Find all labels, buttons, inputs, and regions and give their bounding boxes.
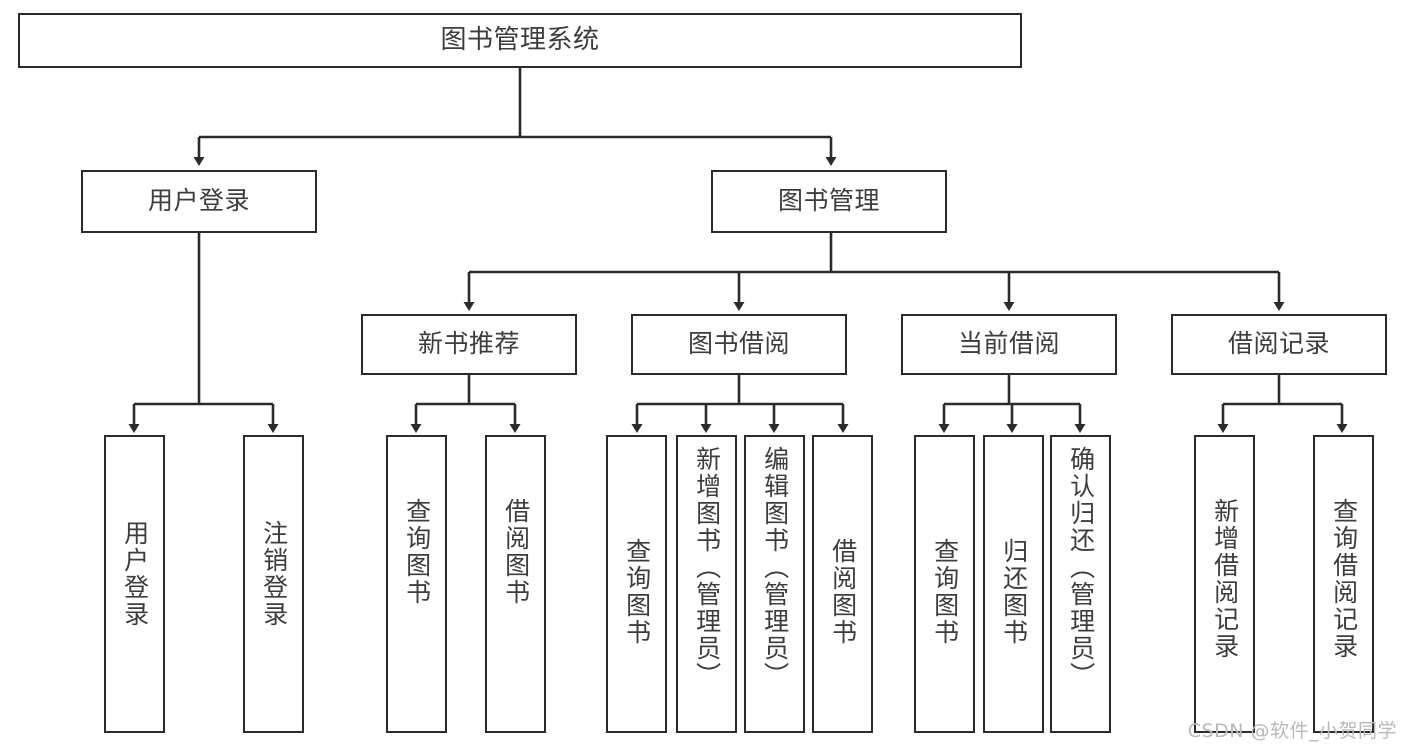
node-label: 查询图书 (622, 538, 652, 646)
leaf-current-borrow-confirm-return[interactable]: 确认归还（管理员） (1050, 435, 1111, 733)
node-book-borrow[interactable]: 图书借阅 (631, 314, 847, 375)
node-label: 新增图书（管理员） (692, 446, 722, 689)
leaf-book-borrow-edit[interactable]: 编辑图书（管理员） (744, 435, 805, 733)
node-root-system[interactable]: 图书管理系统 (18, 13, 1022, 68)
node-label: 查询图书 (930, 538, 960, 646)
node-label: 用户登录 (120, 520, 150, 628)
node-label: 借阅记录 (1227, 329, 1330, 359)
node-label: 当前借阅 (957, 329, 1060, 359)
node-label: 新书推荐 (417, 329, 520, 359)
node-label: 归还图书 (999, 538, 1029, 646)
leaf-borrow-record-query[interactable]: 查询借阅记录 (1313, 435, 1374, 733)
node-label: 查询图书 (402, 498, 432, 606)
node-borrow-record[interactable]: 借阅记录 (1171, 314, 1387, 375)
node-current-borrow[interactable]: 当前借阅 (901, 314, 1117, 375)
leaf-borrow-record-add[interactable]: 新增借阅记录 (1194, 435, 1255, 733)
node-new-book-recommend[interactable]: 新书推荐 (361, 314, 577, 375)
node-label: 借阅图书 (501, 498, 531, 606)
node-label: 用户登录 (147, 186, 250, 216)
node-label: 注销登录 (259, 520, 289, 628)
node-label: 查询借阅记录 (1329, 498, 1359, 660)
leaf-current-borrow-return[interactable]: 归还图书 (983, 435, 1044, 733)
node-label: 图书管理 (777, 186, 880, 216)
node-label: 图书借阅 (687, 329, 790, 359)
node-label: 图书管理系统 (440, 24, 600, 55)
node-user-login[interactable]: 用户登录 (81, 170, 317, 233)
node-label: 编辑图书（管理员） (760, 446, 790, 689)
csdn-watermark: CSDN @软件_小贺同学 (1187, 720, 1397, 742)
node-book-management[interactable]: 图书管理 (711, 170, 947, 233)
leaf-book-borrow-query[interactable]: 查询图书 (606, 435, 667, 733)
leaf-book-borrow-add[interactable]: 新增图书（管理员） (676, 435, 737, 733)
leaf-current-borrow-query[interactable]: 查询图书 (914, 435, 975, 733)
node-label: 新增借阅记录 (1210, 498, 1240, 660)
leaf-new-book-query[interactable]: 查询图书 (386, 435, 447, 733)
leaf-user-login-logout[interactable]: 注销登录 (243, 435, 304, 733)
node-label: 确认归还（管理员） (1066, 446, 1096, 689)
node-label: 借阅图书 (828, 538, 858, 646)
leaf-book-borrow-borrow[interactable]: 借阅图书 (812, 435, 873, 733)
leaf-user-login-login[interactable]: 用户登录 (104, 435, 165, 733)
leaf-new-book-borrow[interactable]: 借阅图书 (485, 435, 546, 733)
